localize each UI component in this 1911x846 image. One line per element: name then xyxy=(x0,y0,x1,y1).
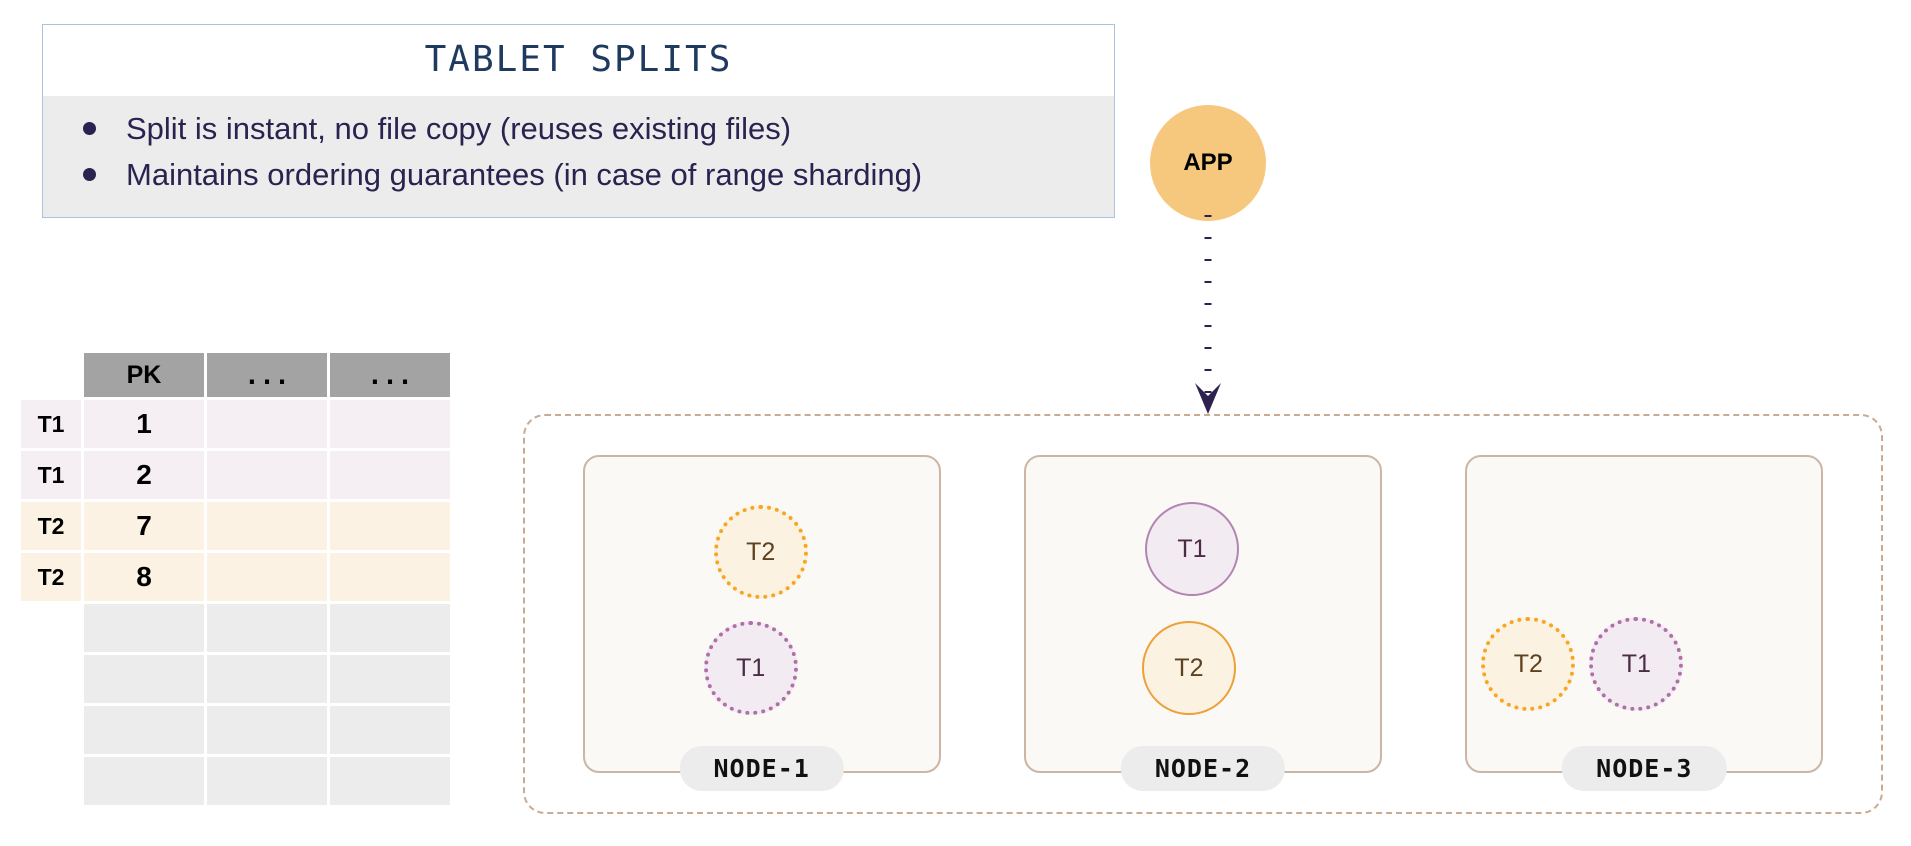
node-label: NODE-2 xyxy=(1120,746,1286,791)
cell-pk xyxy=(84,604,204,652)
table: PK ... ... T1 1 T1 2 T2 7 xyxy=(18,350,453,808)
tablet-t1[interactable]: T1 xyxy=(1589,617,1684,711)
tablet-t2[interactable]: T2 xyxy=(1481,617,1576,711)
cell-col2 xyxy=(207,604,327,652)
page-title: TABLET SPLITS xyxy=(43,25,1114,96)
table-row xyxy=(21,604,450,652)
cell-col2 xyxy=(207,655,327,703)
cell-col2 xyxy=(207,706,327,754)
cell-pk: 8 xyxy=(84,553,204,601)
node-label: NODE-3 xyxy=(1562,746,1727,791)
bullet-dot-icon xyxy=(83,168,96,182)
list-item: Split is instant, no file copy (reuses e… xyxy=(43,106,1114,152)
row-label-tablet: T1 xyxy=(21,451,81,499)
node-card-3[interactable]: T2 T1 NODE-3 xyxy=(1465,455,1824,791)
column-header-col3: ... xyxy=(330,353,450,397)
table-row: T1 1 xyxy=(21,400,450,448)
node-label: NODE-1 xyxy=(679,746,844,791)
row-label-tablet: T1 xyxy=(21,400,81,448)
row-label-tablet: T2 xyxy=(21,502,81,550)
cell-col2 xyxy=(207,553,327,601)
table-row: T1 2 xyxy=(21,451,450,499)
tablet-label: T1 xyxy=(1621,649,1651,678)
tablet-label: T2 xyxy=(746,537,776,566)
table-row: T2 7 xyxy=(21,502,450,550)
tablet-t2[interactable]: T2 xyxy=(1141,621,1236,715)
table-header-row: PK ... ... xyxy=(21,353,450,397)
table-row: T2 8 xyxy=(21,553,450,601)
cell-col3 xyxy=(330,655,450,703)
bullet-list: Split is instant, no file copy (reuses e… xyxy=(43,96,1114,217)
cell-pk xyxy=(84,706,204,754)
cell-col3 xyxy=(330,757,450,805)
node-card-2[interactable]: T1 T2 NODE-2 xyxy=(1023,455,1382,791)
tablet-t1[interactable]: T1 xyxy=(703,621,798,715)
bullet-dot-icon xyxy=(83,122,96,135)
node-card-1[interactable]: T2 T1 NODE-1 xyxy=(582,455,941,791)
tablet-t1[interactable]: T1 xyxy=(1144,502,1239,596)
cell-col3 xyxy=(330,400,450,448)
tablet-splits-panel: TABLET SPLITS Split is instant, no file … xyxy=(42,24,1115,218)
cell-col3 xyxy=(330,706,450,754)
tablet-label: T1 xyxy=(736,653,766,682)
cell-pk: 7 xyxy=(84,502,204,550)
row-label-tablet xyxy=(21,655,81,703)
cell-pk: 1 xyxy=(84,400,204,448)
column-header-pk: PK xyxy=(84,353,204,397)
app-node: APP xyxy=(1150,105,1266,221)
cell-pk xyxy=(84,655,204,703)
list-item: Maintains ordering guarantees (in case o… xyxy=(43,152,1114,198)
cell-col2 xyxy=(207,400,327,448)
column-header-col2: ... xyxy=(207,353,327,397)
tablet-label: T2 xyxy=(1513,649,1543,678)
tablet-label: T1 xyxy=(1177,534,1207,563)
cell-col2 xyxy=(207,757,327,805)
cell-col3 xyxy=(330,502,450,550)
cluster-boundary: T2 T1 NODE-1 T1 T2 NODE-2 T2 T1 NODE-3 xyxy=(523,414,1883,814)
row-label-tablet xyxy=(21,604,81,652)
table-row xyxy=(21,706,450,754)
table-corner-cell xyxy=(21,353,81,397)
cell-col2 xyxy=(207,502,327,550)
row-label-tablet xyxy=(21,757,81,805)
cell-pk: 2 xyxy=(84,451,204,499)
table-row xyxy=(21,655,450,703)
app-label: APP xyxy=(1183,149,1233,176)
tablet-label: T2 xyxy=(1174,653,1204,682)
cell-col3 xyxy=(330,451,450,499)
cell-col2 xyxy=(207,451,327,499)
primary-key-table: PK ... ... T1 1 T1 2 T2 7 xyxy=(18,350,453,808)
row-label-tablet xyxy=(21,706,81,754)
cell-col3 xyxy=(330,553,450,601)
tablet-t2[interactable]: T2 xyxy=(713,505,808,599)
cell-pk xyxy=(84,757,204,805)
table-row xyxy=(21,757,450,805)
bullet-text: Maintains ordering guarantees (in case o… xyxy=(126,157,923,193)
row-label-tablet: T2 xyxy=(21,553,81,601)
app-to-cluster-arrow-icon xyxy=(1195,215,1221,414)
cell-col3 xyxy=(330,604,450,652)
bullet-text: Split is instant, no file copy (reuses e… xyxy=(126,111,792,146)
